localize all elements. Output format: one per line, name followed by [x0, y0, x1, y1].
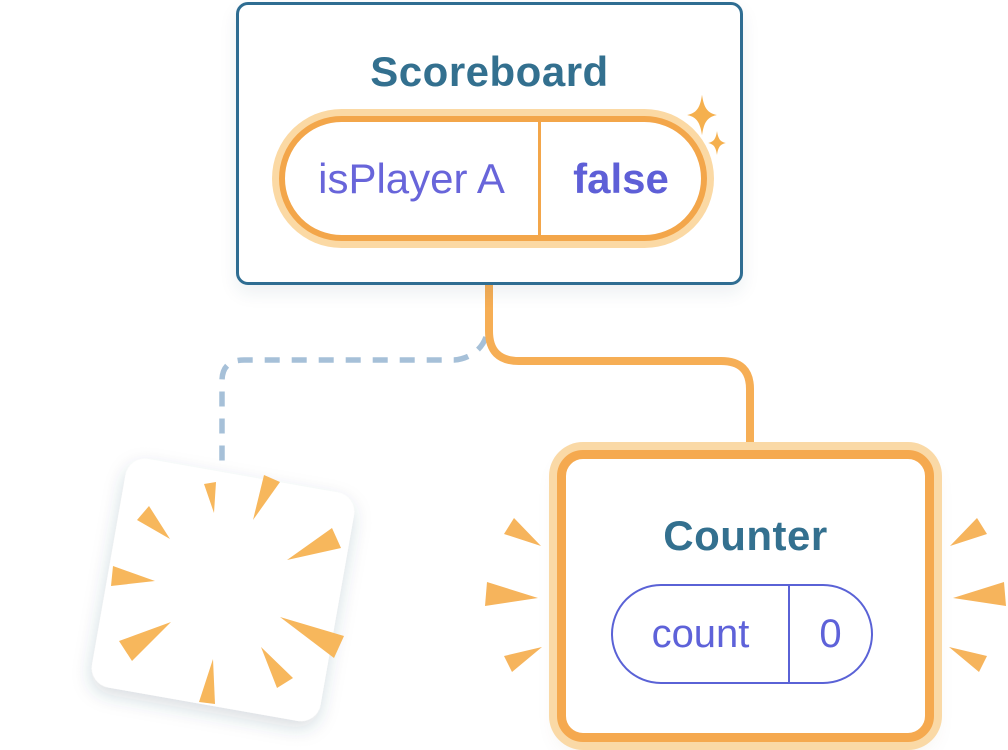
scoreboard-state-value: false	[573, 154, 669, 202]
counter-card: Counter count 0	[557, 450, 934, 742]
counter-state-pill: count 0	[611, 584, 873, 684]
scoreboard-state-pill: isPlayer A false	[279, 116, 707, 241]
pill-divider	[788, 586, 790, 682]
poof-burst-icon	[111, 475, 344, 704]
pill-divider	[538, 122, 541, 235]
counter-state-value: 0	[819, 611, 842, 656]
scoreboard-state-name: isPlayer A	[318, 154, 505, 202]
counter-title: Counter	[663, 512, 828, 559]
connector-dashed	[219, 335, 489, 466]
scoreboard-card: Scoreboard isPlayer A false	[236, 2, 743, 285]
counter-state-name: count	[651, 611, 750, 656]
destroyed-component-card	[91, 458, 355, 722]
scoreboard-title: Scoreboard	[370, 48, 609, 95]
connector-solid	[485, 285, 754, 452]
